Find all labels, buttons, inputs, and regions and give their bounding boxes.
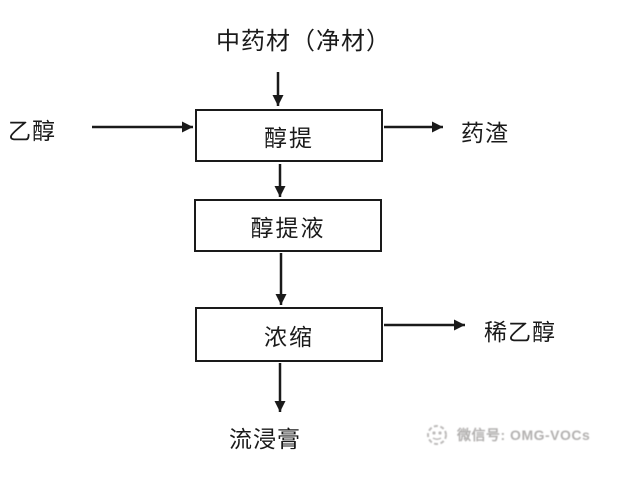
node-source-label: 中药材（净材） — [216, 29, 391, 55]
node-residue-label: 药渣 — [461, 121, 509, 146]
node-extract-liquid-label: 醇提液 — [250, 215, 326, 241]
watermark-label: 微信号: OMG-VOCs — [457, 427, 591, 443]
watermark: 微信号: OMG-VOCs — [424, 423, 590, 447]
node-concentrate-label: 浓缩 — [264, 324, 314, 350]
node-extract-label: 醇提 — [264, 125, 314, 151]
wechat-logo-icon — [427, 425, 447, 445]
node-box-concentrate: 浓缩 — [195, 307, 383, 362]
node-box-extract-liquid: 醇提液 — [194, 199, 382, 252]
node-dilute-ethanol-label: 稀乙醇 — [484, 320, 556, 345]
node-box-extract: 醇提 — [195, 109, 383, 162]
node-fluid-extract-label: 流浸膏 — [229, 427, 301, 452]
node-ethanol-label: 乙醇 — [8, 119, 56, 144]
